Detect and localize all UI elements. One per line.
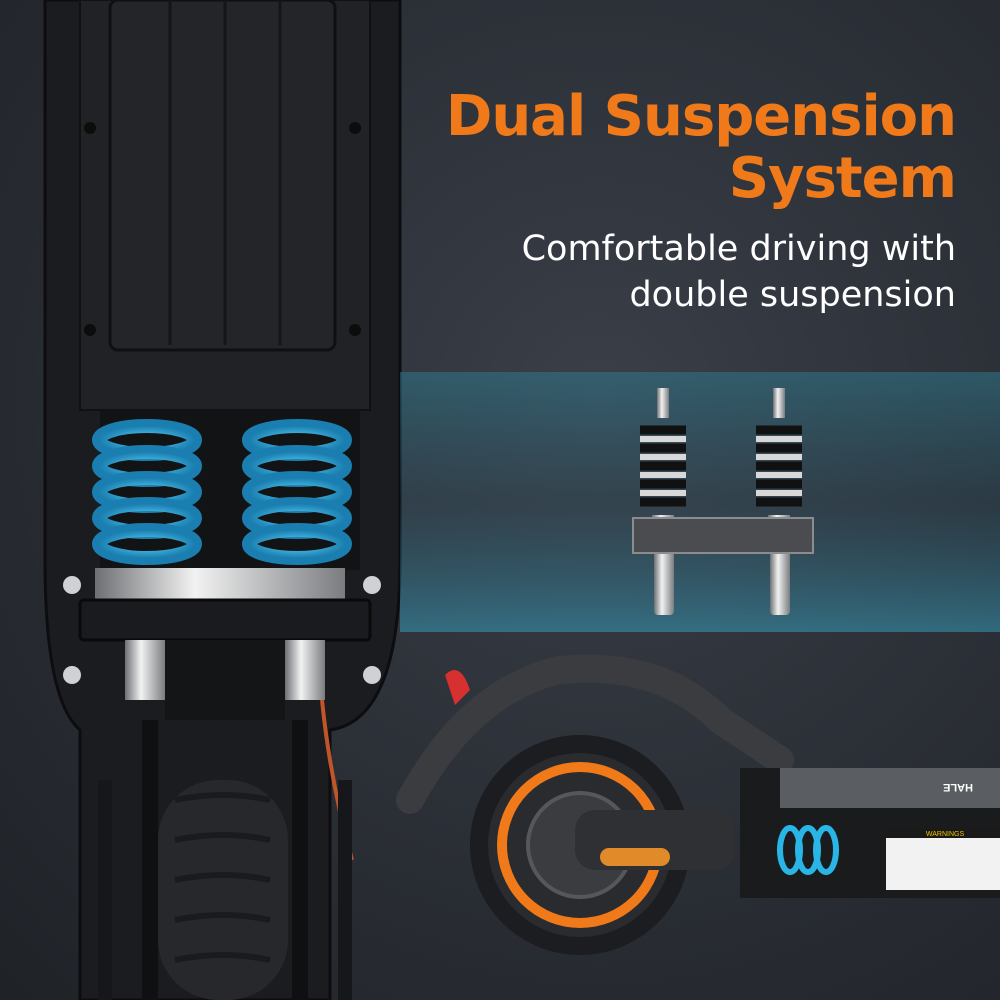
deck-spring-glow	[777, 825, 839, 875]
headline: Dual Suspension System	[445, 84, 957, 211]
headline-line-2: System	[728, 146, 957, 211]
deck-brand-fragment: HALE	[943, 781, 973, 793]
spring-right	[242, 419, 352, 565]
warning-label: WARNINGS	[926, 831, 965, 838]
scooter-underside	[43, 0, 402, 1000]
scooter-rear: WARNINGS HALE	[396, 654, 1000, 955]
subline: Comfortable driving with double suspensi…	[522, 226, 956, 318]
headline-line-1: Dual Suspension	[445, 84, 957, 149]
spring-left	[92, 419, 202, 565]
subline-line-2: double suspension	[629, 275, 956, 315]
suspension-band	[400, 372, 1000, 632]
subline-line-1: Comfortable driving with	[521, 229, 956, 269]
